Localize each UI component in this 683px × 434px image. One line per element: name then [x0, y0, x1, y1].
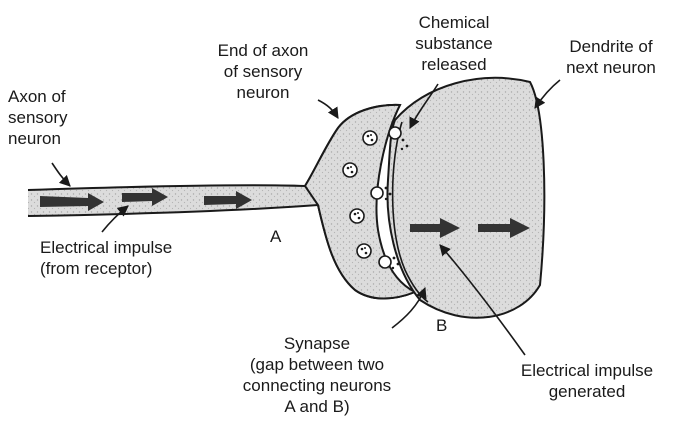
- pointer-dendrite: [535, 80, 560, 108]
- vesicle: [350, 209, 364, 223]
- pointer-end-of-axon: [318, 100, 338, 118]
- label-electrical-impulse-receptor: Electrical impulse (from receptor): [40, 237, 172, 279]
- label-synapse: Synapse (gap between two connecting neur…: [232, 333, 402, 417]
- pointer-axon: [52, 163, 70, 186]
- label-axon-sensory: Axon of sensory neuron: [8, 86, 68, 149]
- label-neuron-a: A: [270, 226, 281, 247]
- label-neuron-b: B: [436, 315, 447, 336]
- label-end-of-axon: End of axon of sensory neuron: [208, 40, 318, 103]
- label-chemical-substance: Chemical substance released: [398, 12, 510, 75]
- vesicle: [357, 244, 371, 258]
- vesicle: [363, 131, 377, 145]
- label-electrical-impulse-generated: Electrical impulse generated: [500, 360, 674, 402]
- vesicle: [343, 163, 357, 177]
- label-dendrite: Dendrite of next neuron: [550, 36, 672, 78]
